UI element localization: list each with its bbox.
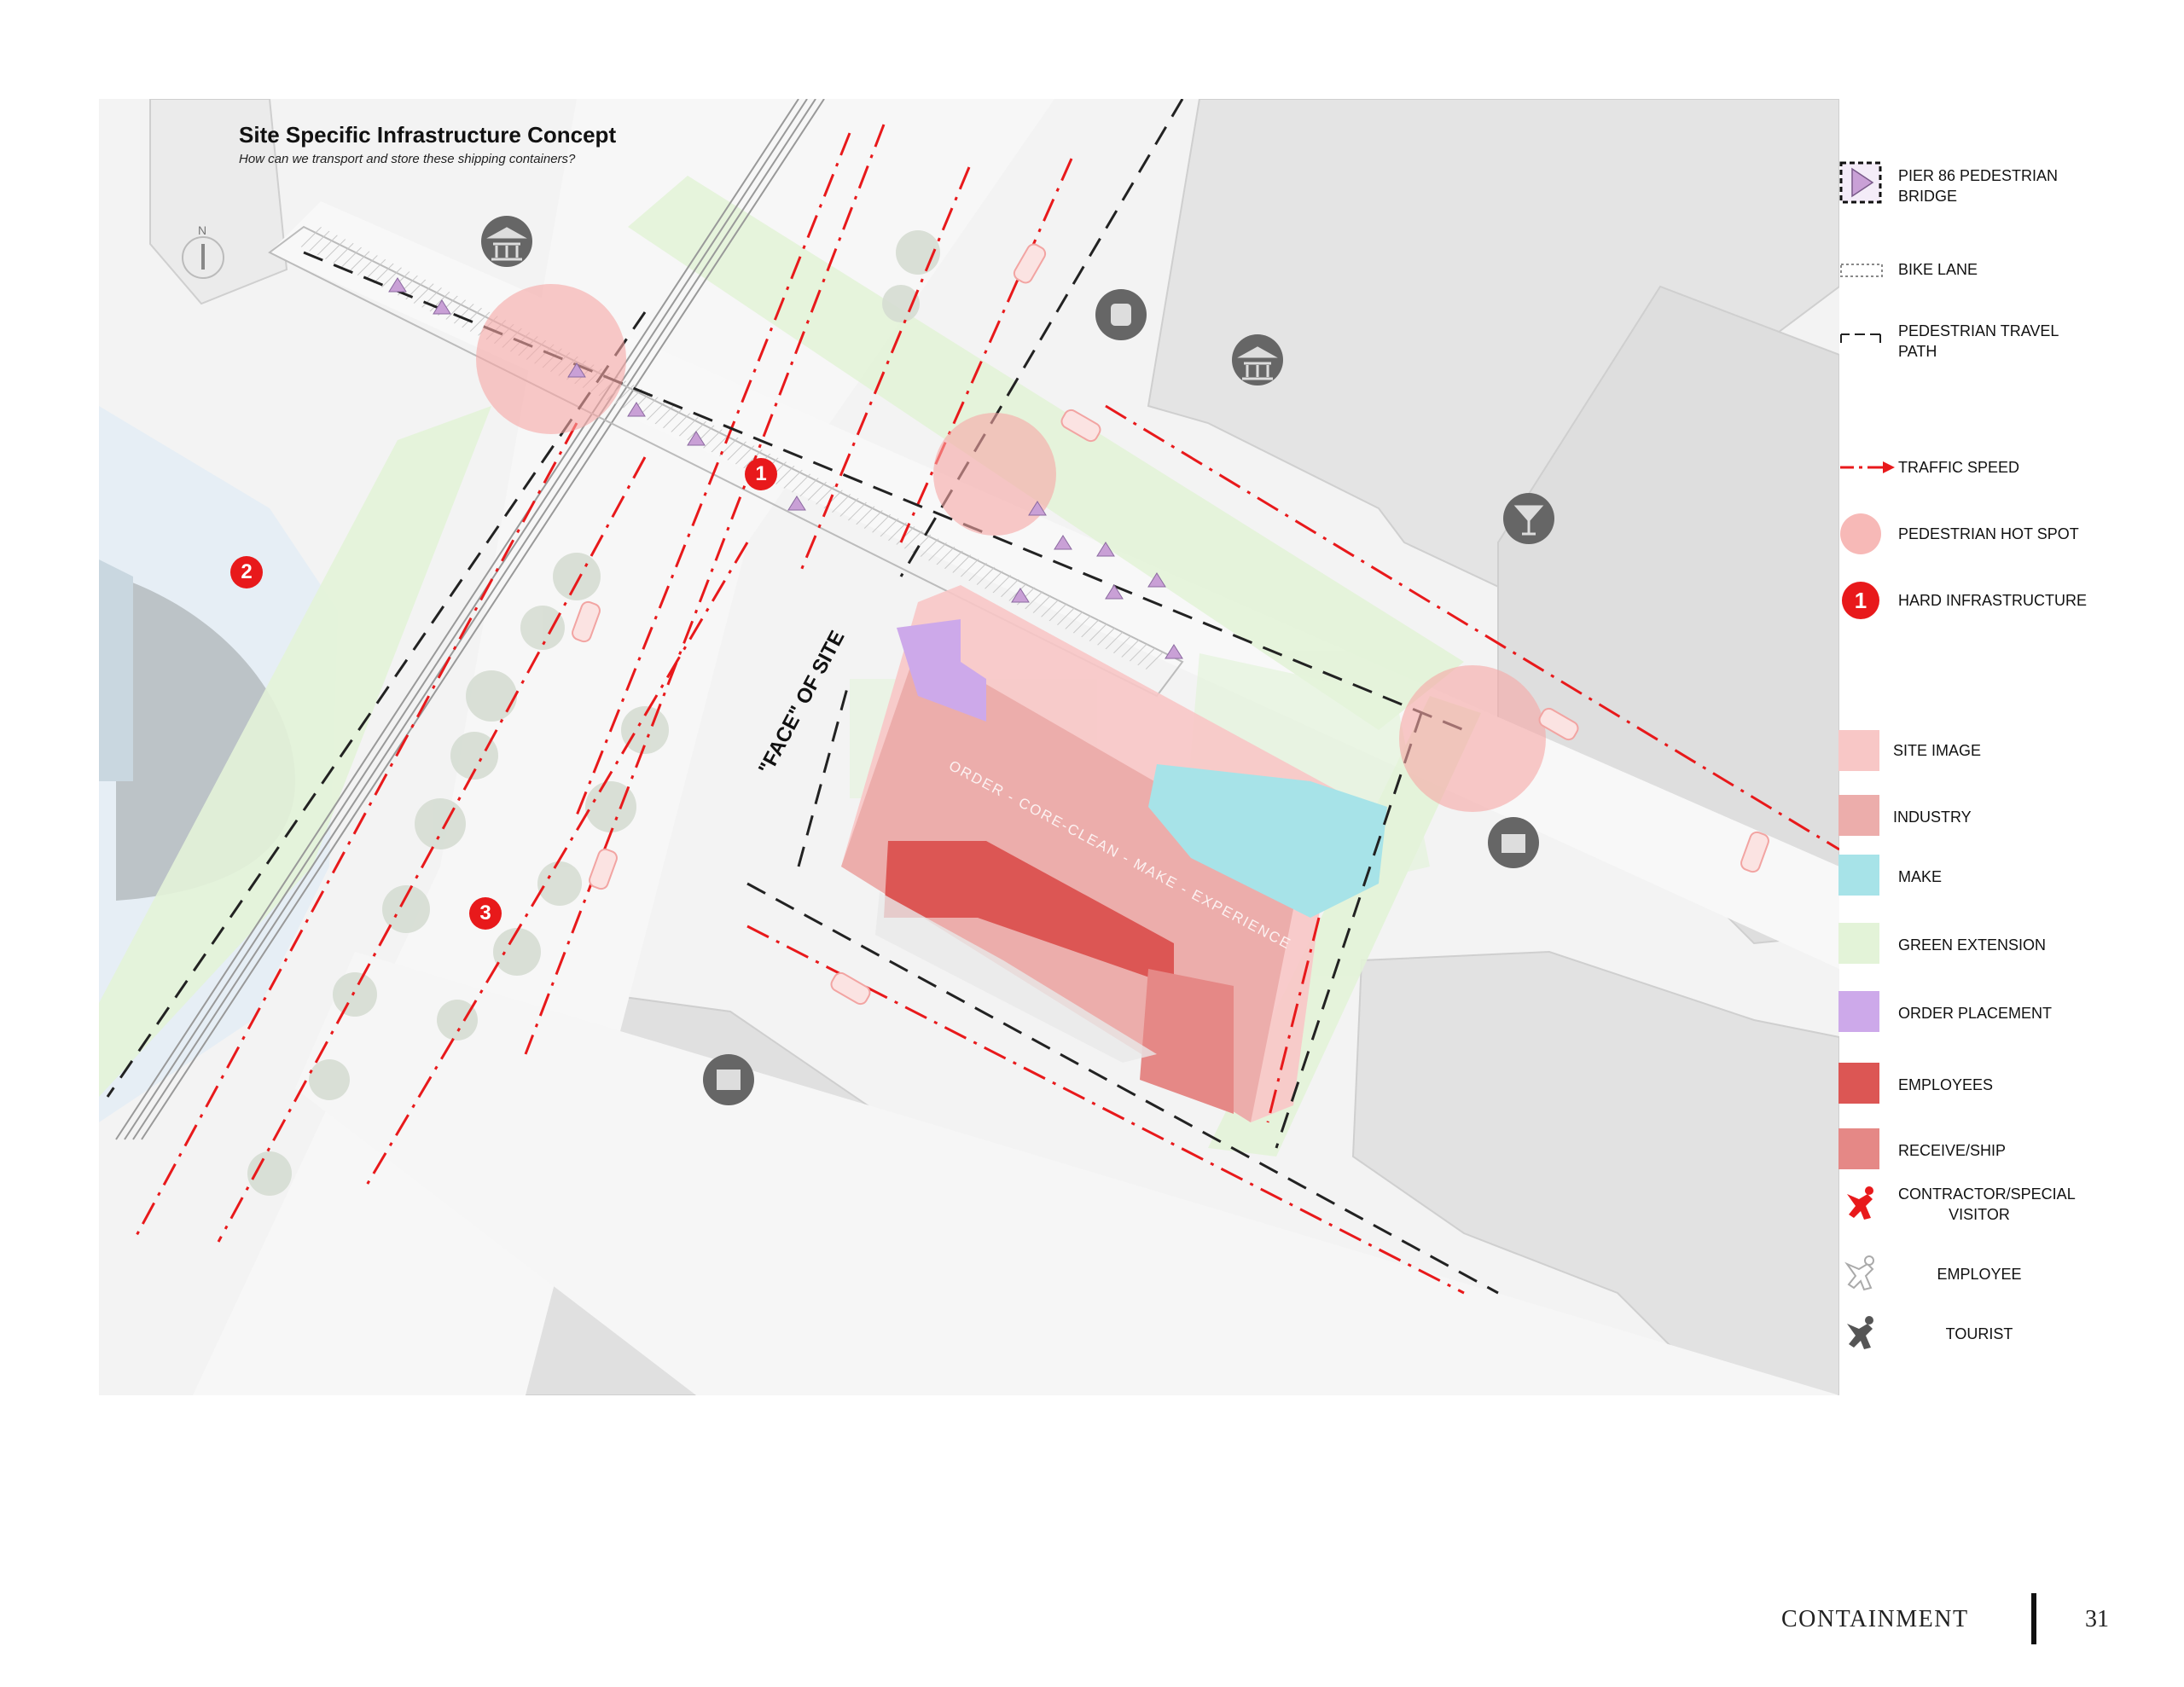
legend-item-employees: EMPLOYEES	[1838, 1063, 2180, 1114]
legend-item-tourist: TOURIST	[1838, 1313, 2180, 1365]
page-subtitle: How can we transport and store these shi…	[239, 152, 576, 166]
hard-infrastructure-marker-3: 3	[469, 897, 502, 930]
contractor-figure-icon	[1847, 1186, 1873, 1220]
page-number: 31	[2085, 1606, 2109, 1632]
site-blocks	[841, 585, 1387, 1122]
traffic-speed-lines	[131, 124, 1839, 1295]
order-placement-swatch	[1838, 991, 1879, 1032]
legend-label-site: SITE IMAGE	[1893, 742, 1982, 759]
hard-infrastructure-marker-1: 1	[745, 458, 777, 490]
legend-label-industry: INDUSTRY	[1893, 809, 1972, 826]
page-title: Site Specific Infrastructure Concept	[239, 122, 617, 148]
pedestrian-hot-spots	[476, 284, 1546, 812]
pedestrian-path-icon	[1840, 333, 1881, 343]
legend-item-hard: 1 HARD INFRASTRUCTURE	[1838, 578, 2180, 629]
legend-label-order: ORDER PLACEMENT	[1898, 1005, 2053, 1022]
museum-icon	[481, 216, 532, 267]
site-plan-drawing	[99, 99, 1839, 1395]
legend-label-hard: HARD INFRASTRUCTURE	[1898, 592, 2088, 609]
legend-label-bike: BIKE LANE	[1898, 261, 1978, 278]
legend-item-site: SITE IMAGE	[1838, 730, 2180, 781]
green-extension-swatch	[1838, 923, 1879, 964]
legend-label-tourist: TOURIST	[1945, 1325, 2013, 1342]
legend-label-green: GREEN EXTENSION	[1898, 936, 2047, 954]
legend-item-make: MAKE	[1838, 855, 2180, 906]
cars	[572, 243, 1769, 1006]
legend-label-receive: RECEIVE/SHIP	[1898, 1142, 2007, 1159]
make-swatch	[1838, 855, 1879, 896]
shop-icon	[703, 1054, 754, 1105]
pedestrian-bridge-icon	[1839, 161, 1882, 204]
employee-figure-icon	[1844, 1255, 1874, 1291]
receive-ship-swatch	[1838, 1128, 1879, 1169]
pier-stripes	[99, 559, 133, 781]
north-arrow	[182, 236, 224, 279]
footer-divider	[2031, 1593, 2036, 1644]
storefront-icon	[1488, 817, 1539, 868]
industry-swatch	[1838, 795, 1879, 836]
tourist-figure-icon	[1847, 1316, 1873, 1349]
legend-item-employee: EMPLOYEE	[1838, 1254, 2180, 1305]
section-title: CONTAINMENT	[1781, 1606, 1969, 1632]
legend-item-bike: BIKE LANE	[1838, 247, 2180, 299]
legend-item-order: ORDER PLACEMENT	[1838, 991, 2180, 1042]
employees-swatch	[1838, 1063, 1879, 1104]
legend-item-green: GREEN EXTENSION	[1838, 923, 2180, 974]
site-plan-map: N	[99, 99, 1839, 1395]
hard-infrastructure-marker-2: 2	[230, 556, 263, 588]
legend-label-make: MAKE	[1898, 868, 1943, 885]
title-block: Site Specific Infrastructure Concept How…	[239, 122, 616, 166]
median-trees	[247, 230, 940, 1196]
cocktail-bar-icon	[1503, 493, 1554, 544]
legend-item-industry: INDUSTRY	[1838, 795, 2180, 846]
svg-text:1: 1	[1855, 588, 1867, 613]
legend-item-traffic: TRAFFIC SPEED	[1838, 445, 2180, 496]
tourist-markers	[388, 277, 1183, 659]
transit-icon	[1095, 289, 1147, 340]
legend-label-hotspot: PEDESTRIAN HOT SPOT	[1898, 525, 2079, 542]
hard-infrastructure-icon: 1	[1842, 582, 1879, 619]
legend-item-hotspot: PEDESTRIAN HOT SPOT	[1838, 512, 2180, 563]
legend-item-receive: RECEIVE/SHIP	[1838, 1128, 2180, 1180]
legend-label-traffic: TRAFFIC SPEED	[1898, 459, 2020, 476]
landmark-icons	[481, 216, 1554, 1105]
lower-street	[295, 952, 1839, 1395]
museum-icon	[1232, 334, 1283, 386]
traffic-speed-icon	[1840, 461, 1895, 473]
rail-tracks	[115, 99, 825, 1140]
site-image-swatch	[1838, 730, 1879, 771]
bike-lane-icon	[1840, 264, 1883, 277]
hot-spot-icon	[1840, 513, 1881, 554]
legend-label-employees: EMPLOYEES	[1898, 1076, 1994, 1093]
north-label: N	[198, 223, 207, 237]
legend-label-employee: EMPLOYEE	[1937, 1266, 2022, 1283]
